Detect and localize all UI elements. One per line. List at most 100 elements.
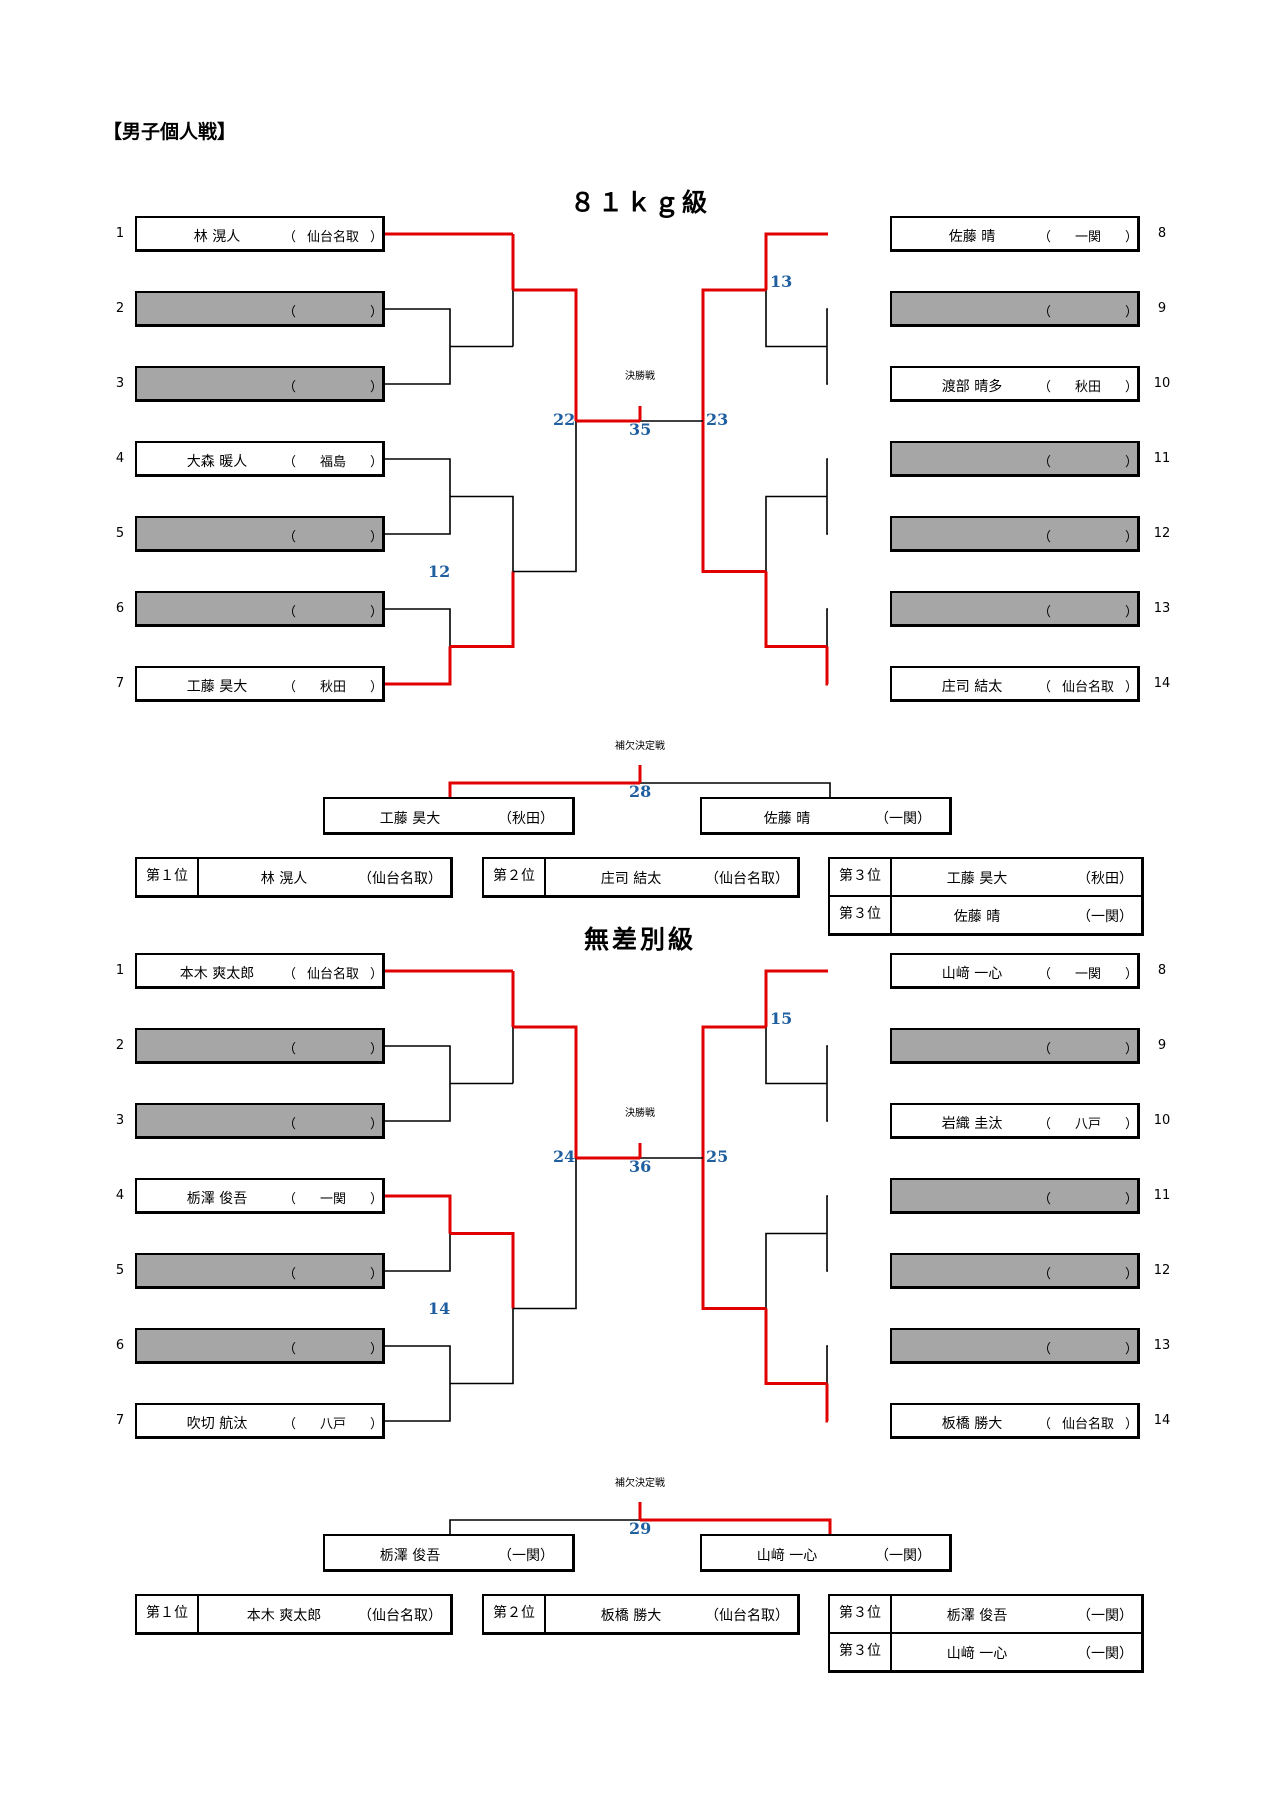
result-row: 第１位本木 爽太郎（仙台名取） [137,1596,450,1632]
seed-number: 1 [115,226,125,241]
bracket-line [826,308,828,385]
paren-close: ） [1124,967,1138,982]
empty-slot: （） [135,516,385,552]
paren-close: ） [1124,530,1138,545]
empty-slot: （） [135,1103,385,1139]
paren-open: （ [283,380,297,395]
rank-label: 第２位 [484,1596,546,1632]
paren-open: （ [283,1342,297,1357]
player-name: 山﨑 一心 [941,966,1003,982]
results-table: 第１位林 滉人（仙台名取） [135,857,453,898]
player-name: 林 滉人 [260,871,308,887]
division-title: ８１ｋｇ級 [569,188,710,217]
paren-open: （ [283,455,297,470]
paren-open: （ [1038,305,1052,320]
bracket-line [826,458,828,535]
player-prefecture: （仙台名取） [358,1608,442,1624]
player-prefecture: （一関） [1077,1608,1133,1624]
player-name: 栃澤 俊吾 [946,1608,1008,1624]
result-row: 第３位山﨑 一心（一関） [830,1632,1141,1670]
paren-open: （ [1038,1267,1052,1282]
paren-close: ） [369,1342,383,1357]
paren-open: （ [283,305,297,320]
player-name: 庄司 結太 [941,679,1003,695]
empty-slot: （） [135,291,385,327]
match-number-consolation: 29 [629,1519,652,1538]
bracket-line [450,495,514,572]
paren-close: ） [1124,1192,1138,1207]
bracket-line [765,495,827,572]
seed-number: 1 [115,963,125,978]
paren-close: ） [369,230,383,245]
match-number-final: 36 [629,1157,652,1176]
paren-close: ） [369,1117,383,1132]
bracket-line [385,1195,451,1272]
final-label: 決勝戦 [625,371,655,382]
player-name: 工藤 昊大 [379,811,441,827]
empty-slot: （） [890,1328,1140,1364]
player-name: 山﨑 一心 [756,1548,818,1564]
paren-close: ） [1124,230,1138,245]
player-entry: 庄司 結太（仙台名取） [890,666,1140,702]
seed-number: 3 [115,376,125,391]
paren-close: ） [1124,605,1138,620]
paren-close: ） [369,530,383,545]
paren-open: （ [283,1192,297,1207]
paren-open: （ [1038,967,1052,982]
prefecture-value: 秋田 [1074,380,1101,395]
player-entry: 山﨑 一心（一関） [890,953,1140,989]
bracket-line [640,782,831,797]
results-table: 第３位栃澤 俊吾（一関）第３位山﨑 一心（一関） [828,1594,1144,1673]
empty-slot: （） [890,291,1140,327]
paren-close: ） [1124,1267,1138,1282]
player-prefecture: （一関） [875,811,931,827]
paren-open: （ [1038,530,1052,545]
empty-slot: （） [890,591,1140,627]
bracket-line [448,781,640,797]
player-prefecture: （仙台名取） [705,1608,789,1624]
paren-open: （ [1038,680,1052,695]
player-name: 渡部 晴多 [941,379,1003,395]
result-row: 第２位庄司 結太（仙台名取） [484,859,797,895]
bracket-line [385,458,451,535]
paren-close: ） [1124,455,1138,470]
paren-open: （ [1038,380,1052,395]
match-number: 22 [553,410,576,429]
rank-label: 第３位 [830,897,892,933]
empty-slot: （） [135,1028,385,1064]
paren-close: ） [369,1192,383,1207]
player-prefecture: （仙台名取） [705,871,789,887]
player-prefecture: （秋田） [498,811,554,827]
bracket-line-winner [513,1025,578,1158]
empty-slot: （） [135,1253,385,1289]
player-prefecture: （一関） [1077,1646,1133,1662]
seed-number: 6 [115,1338,125,1353]
player-name: 工藤 昊大 [186,679,248,695]
bracket-line-winner [764,571,827,648]
bracket-line [826,1195,828,1272]
paren-open: （ [283,1417,297,1432]
player-name: 岩織 圭汰 [941,1116,1003,1132]
final-label: 決勝戦 [625,1108,655,1119]
paren-open: （ [283,530,297,545]
paren-open: （ [1038,1117,1052,1132]
rank-label: 第３位 [830,1596,892,1632]
match-number-final: 35 [629,420,652,439]
bracket-line [385,1045,451,1122]
bracket-line-winner [450,571,515,648]
player-name: 本木 爽太郎 [179,966,255,982]
bracket-line [385,608,451,685]
empty-slot: （） [135,591,385,627]
empty-slot: （） [890,1253,1140,1289]
player-name: 吹切 航汰 [186,1416,248,1432]
seed-number: 8 [1157,226,1167,241]
player-entry: 板橋 勝大（仙台名取） [890,1403,1140,1439]
bracket-line-winner [764,1308,827,1385]
seed-number: 7 [115,676,125,691]
bracket-lines [385,969,832,1534]
results-table: 第２位庄司 結太（仙台名取） [482,857,800,898]
seed-number: 3 [115,1113,125,1128]
player-name: 山﨑 一心 [946,1646,1008,1662]
bracket-line [385,1345,451,1422]
bracket-line-winner [385,1194,452,1234]
